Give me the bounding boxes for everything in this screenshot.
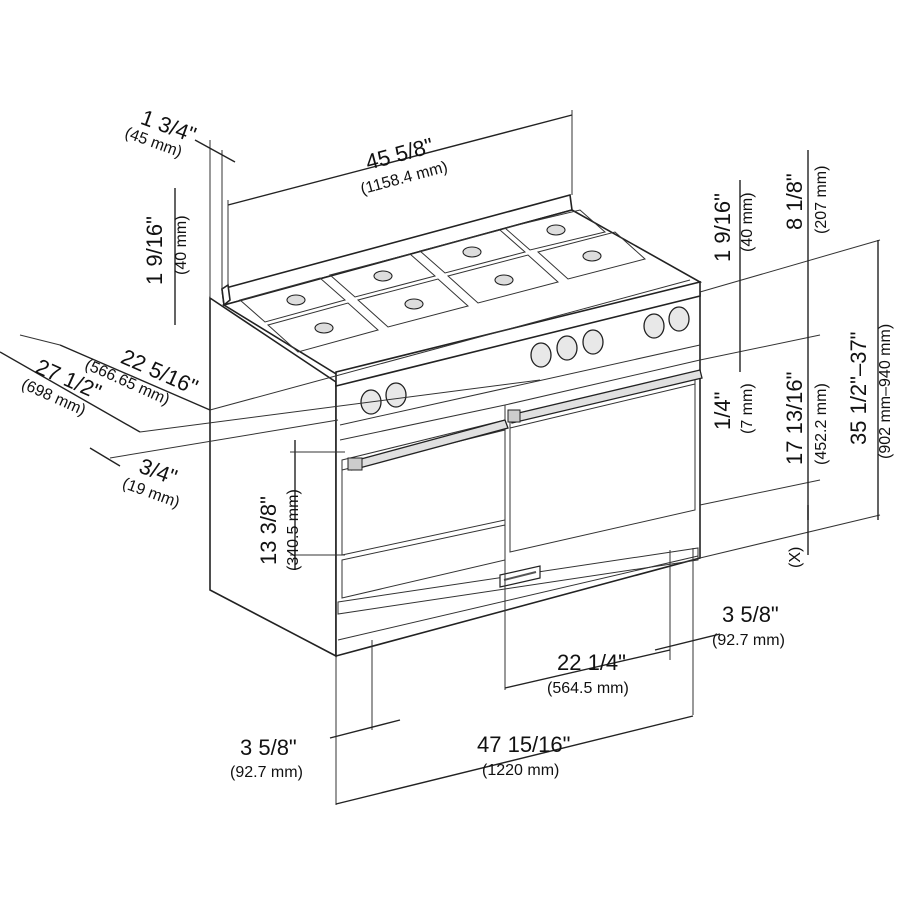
right-inset-metric: (92.7 mm) xyxy=(712,632,785,649)
control-knob-icon xyxy=(360,306,690,415)
backguard-right-metric: (40 mm) xyxy=(739,192,756,252)
oven-height-metric: (452.2 mm) xyxy=(813,383,830,465)
door-width-imperial: 22 1/4" xyxy=(557,650,626,675)
backguard-left-imperial: 1 9/16" xyxy=(142,216,167,285)
brand-badge-icon xyxy=(499,565,541,588)
left-inset-metric: (92.7 mm) xyxy=(230,764,303,781)
backguard-total-imperial: 8 1/8" xyxy=(782,173,807,230)
gap-imperial: 1/4" xyxy=(710,392,735,430)
gap-metric: (7 mm) xyxy=(739,383,756,434)
oven-height-imperial: 17 13/16" xyxy=(782,372,807,465)
backguard-right-imperial: 1 9/16" xyxy=(710,193,735,262)
backguard-left-metric: (40 mm) xyxy=(173,215,190,275)
dimension-lines xyxy=(0,110,881,805)
range-body xyxy=(209,193,703,658)
door-width-metric: (564.5 mm) xyxy=(547,680,629,697)
backguard-total-metric: (207 mm) xyxy=(813,166,830,234)
small-oven-height-imperial: 13 3/8" xyxy=(256,496,281,565)
total-height-imperial: 35 1/2"–37" xyxy=(846,332,871,446)
leg-adjust-label: (X) xyxy=(787,547,804,568)
overall-width-metric: (1220 mm) xyxy=(482,762,559,779)
oven-handle-icon xyxy=(347,369,703,471)
overall-width-imperial: 47 15/16" xyxy=(477,732,570,757)
right-inset-imperial: 3 5/8" xyxy=(722,602,779,627)
left-inset-imperial: 3 5/8" xyxy=(240,735,297,760)
burner-grate-icon xyxy=(238,209,647,353)
total-height-metric: (902 mm–940 mm) xyxy=(877,324,894,459)
small-oven-height-metric: (340.5 mm) xyxy=(285,489,302,571)
dimension-labels: 1 3/4" (45 mm) 45 5/8" (1158.4 mm) 1 9/1… xyxy=(19,105,894,781)
